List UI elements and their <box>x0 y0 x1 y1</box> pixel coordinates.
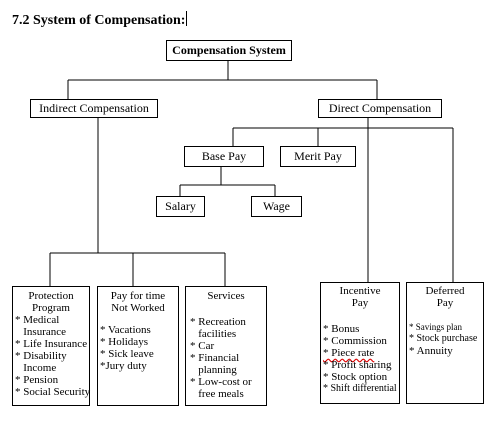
list-item: * Low-cost or <box>190 376 252 388</box>
list-item: * Holidays <box>100 336 148 348</box>
box-title: Deferred Pay <box>409 285 481 309</box>
list-item: * Piece rate <box>323 347 375 359</box>
list-item: * Social Security <box>15 386 91 398</box>
list-item: * Annuity <box>409 345 453 357</box>
title-line: Protection <box>28 290 74 302</box>
item-list: * Medical Insurance * Life Insurance * D… <box>15 314 91 398</box>
box-services: Services * Recreation facilities * Car *… <box>185 286 267 406</box>
box-title: Services <box>190 290 262 302</box>
box-title: Protection Program <box>15 290 87 314</box>
title-line: Not Worked <box>111 302 165 314</box>
list-item: * Bonus <box>323 323 360 335</box>
node-salary: Salary <box>156 196 205 217</box>
list-item: * Medical <box>15 314 60 326</box>
title-line: Deferred <box>425 285 465 297</box>
list-item: * Recreation <box>190 316 246 328</box>
box-deferred-pay: Deferred Pay * Savings plan * Stock purc… <box>406 282 484 404</box>
title-line: Pay for time <box>110 290 166 302</box>
node-label: Base Pay <box>201 149 247 163</box>
node-label: Direct Compensation <box>328 101 432 115</box>
list-item: * Stock option <box>323 371 388 383</box>
list-item: Income <box>15 362 57 374</box>
box-incentive-pay: Incentive Pay * Bonus * Commission * Pie… <box>320 282 400 404</box>
node-indirect-compensation: Indirect Compensation <box>30 99 158 118</box>
section-heading: 7.2 System of Compensation: <box>12 11 188 29</box>
list-item: * Car <box>190 340 215 352</box>
list-item: free meals <box>190 388 244 400</box>
node-wage: Wage <box>251 196 302 217</box>
list-item: * Sick leave <box>100 348 154 360</box>
list-item: * Life Insurance <box>15 338 88 350</box>
node-label: Wage <box>262 199 291 213</box>
list-item: * Savings plan <box>409 322 462 332</box>
node-label: Salary <box>165 199 196 213</box>
box-title: Incentive Pay <box>323 285 397 309</box>
list-item: * Profit sharing <box>323 359 392 371</box>
list-item: * Financial <box>190 352 240 364</box>
item-list: * Recreation facilities * Car * Financia… <box>190 316 262 400</box>
node-base-pay: Base Pay <box>184 146 264 167</box>
box-protection-program: Protection Program * Medical Insurance *… <box>12 286 90 406</box>
node-label: Indirect Compensation <box>39 101 149 115</box>
node-direct-compensation: Direct Compensation <box>318 99 442 118</box>
title-line: Incentive <box>339 285 381 297</box>
list-item: *Jury duty <box>100 360 147 372</box>
box-title: Pay for time Not Worked <box>100 290 176 314</box>
item-list: * Savings plan * Stock purchase * Annuit… <box>409 321 481 357</box>
list-item: * Disability <box>15 350 67 362</box>
item-list: * Vacations * Holidays * Sick leave *Jur… <box>100 324 176 372</box>
title-line: Pay <box>351 297 369 309</box>
list-item: * Vacations <box>100 324 151 336</box>
item-list: * Bonus * Commission * Piece rate * Prof… <box>323 323 397 395</box>
list-item: * Commission <box>323 335 387 347</box>
node-label: Compensation System <box>172 43 286 57</box>
title-line: Services <box>207 290 245 302</box>
text-cursor <box>186 11 188 26</box>
box-pay-for-time-not-worked: Pay for time Not Worked * Vacations * Ho… <box>97 286 179 406</box>
list-item: facilities <box>190 328 237 340</box>
list-item: planning <box>190 364 237 376</box>
heading-text: 7.2 System of Compensation: <box>12 13 186 28</box>
list-item: Insurance <box>15 326 67 338</box>
list-item: * Pension <box>15 374 59 386</box>
node-compensation-system: Compensation System <box>166 40 292 61</box>
title-line: Pay <box>436 297 454 309</box>
node-merit-pay: Merit Pay <box>280 146 356 167</box>
node-label: Merit Pay <box>294 149 342 163</box>
title-line: Program <box>32 302 70 314</box>
list-item: * Shift differential <box>323 383 397 394</box>
list-item: * Stock purchase <box>409 333 478 344</box>
